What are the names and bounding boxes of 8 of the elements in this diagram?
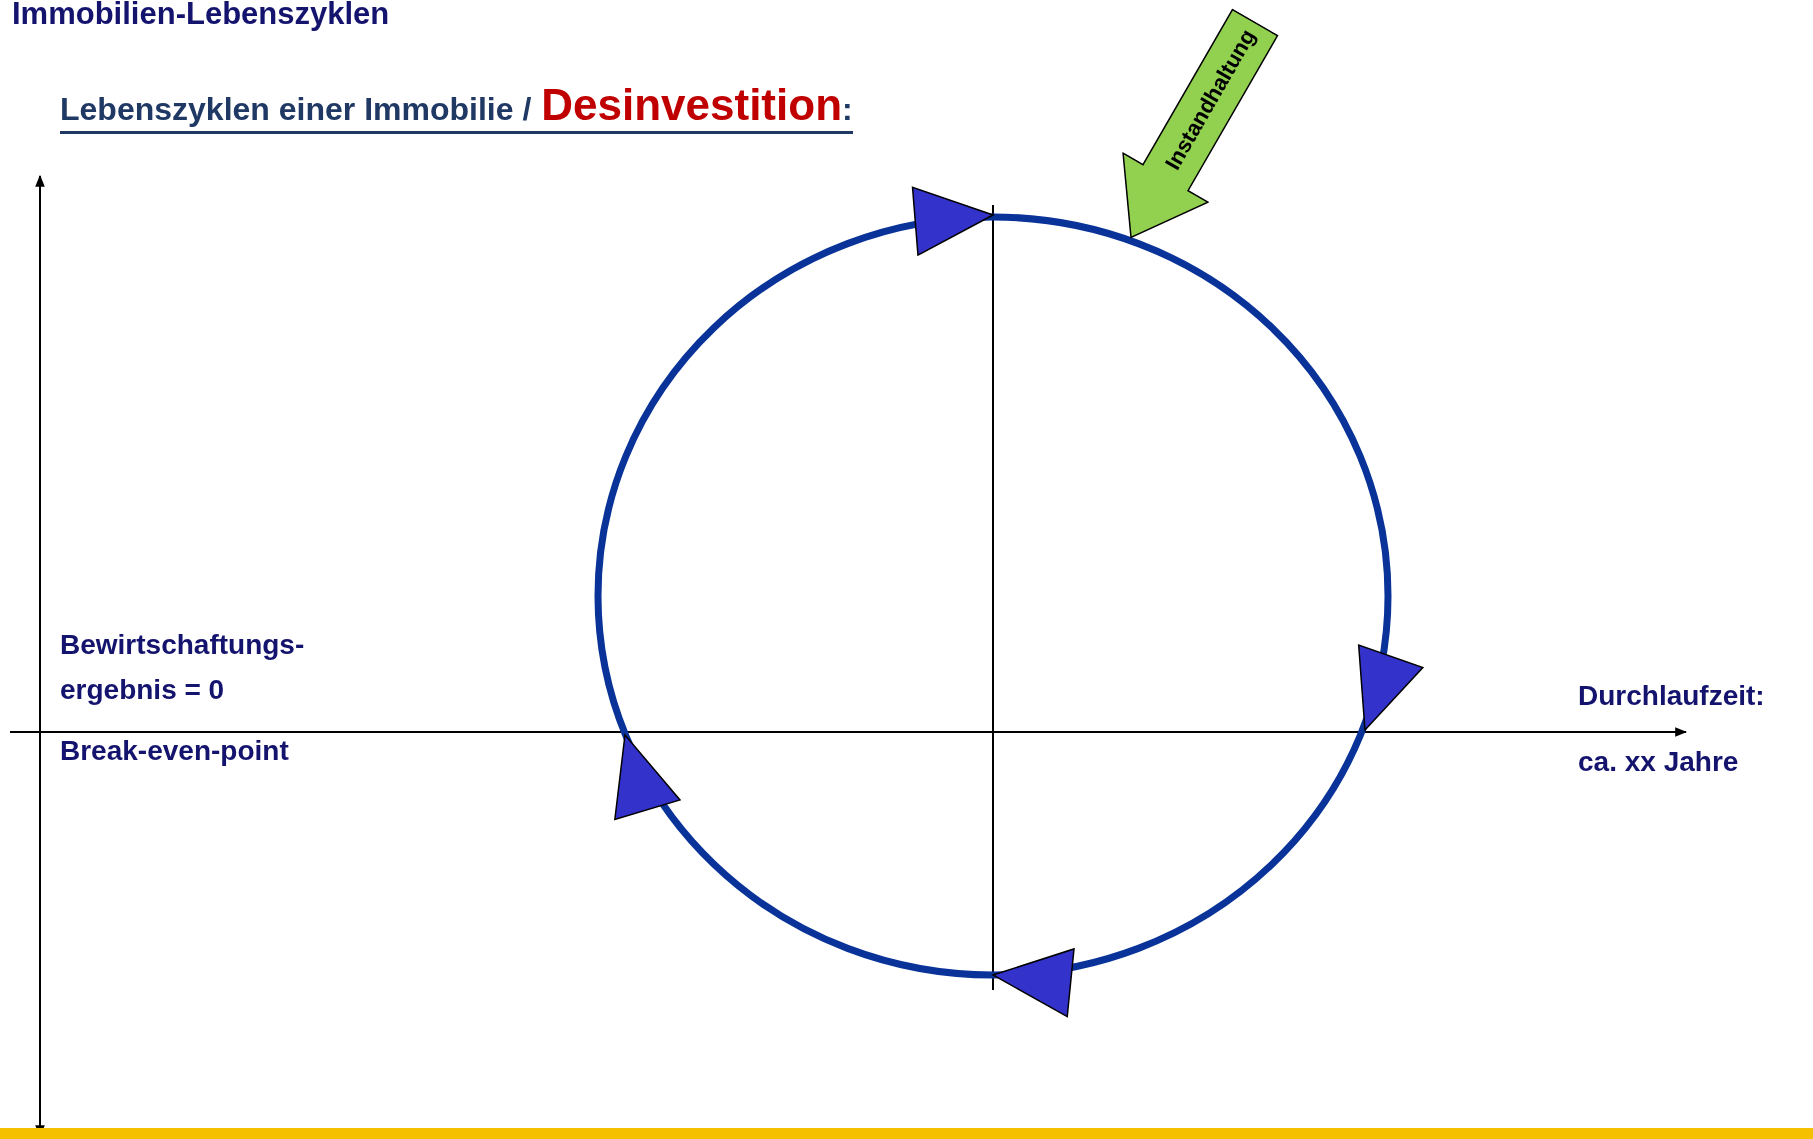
axis-label: Break-even-point [60,735,289,767]
heading-text: : [842,91,853,128]
heading-text: Lebenszyklen einer Immobilie / [60,91,532,128]
axis-label: ca. xx Jahre [1578,746,1739,778]
heading-emphasis: Desinvestition [541,80,842,131]
axis-label: Bewirtschaftungs- ergebnis = 0 [60,628,306,707]
axis-label: Durchlaufzeit: [1578,680,1765,712]
page-title: Immobilien-Lebenszyklen [12,0,390,32]
